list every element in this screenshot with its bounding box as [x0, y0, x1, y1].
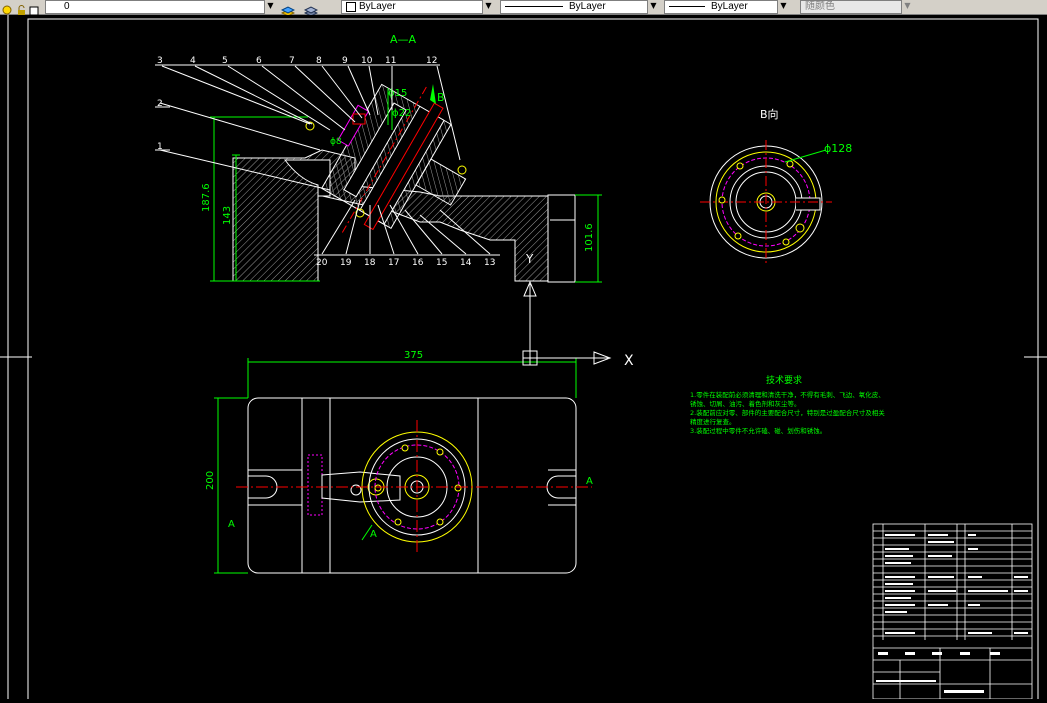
right-foot	[547, 194, 576, 283]
cad-drawing: A—A	[0, 15, 1047, 703]
tech-line-1: 1.零件在装配前必须清理和清洗干净，不得有毛刺、飞边、氧化皮、	[690, 390, 885, 399]
layer-dropdown[interactable]: 0	[45, 0, 265, 14]
lineweight-dropdown-arrow[interactable]: ▼	[777, 0, 789, 12]
color-dropdown[interactable]: ByLayer	[341, 0, 483, 14]
part-number-1: 1	[157, 142, 163, 152]
color-dropdown-arrow[interactable]: ▼	[482, 0, 494, 12]
part-number-14: 14	[460, 258, 472, 268]
layer-state-icon[interactable]	[2, 1, 14, 15]
tech-line-4: 精度进行复查。	[690, 417, 736, 426]
part-number-11: 11	[385, 56, 396, 66]
view-b: B向 ϕ128	[700, 107, 852, 265]
dim-phi22: ϕ22	[392, 108, 411, 119]
linetype-preview	[505, 5, 563, 7]
section-mark-bottom: A	[370, 529, 377, 540]
section-dimensions	[210, 88, 602, 283]
lock-icon[interactable]	[15, 1, 27, 15]
layer-color-icon[interactable]	[28, 1, 40, 16]
tilted-assembly	[321, 83, 467, 235]
dim-143: 143	[222, 206, 233, 225]
plotstyle-dropdown[interactable]: 随颜色	[800, 0, 902, 14]
properties-toolbar: 0 ▼ ByLayer ▼ ByLayer ▼ ByLayer ▼ 随颜色 ▼	[0, 0, 1047, 17]
ucs-icon	[522, 280, 612, 366]
part-number-18: 18	[364, 258, 376, 268]
color-swatch	[346, 2, 356, 12]
part-number-9: 9	[342, 56, 348, 66]
drawing-frame	[0, 15, 1047, 703]
tech-line-5: 3.装配过程中零件不允许磕、碰、划伤和锈蚀。	[690, 426, 826, 435]
plan-view: 375 200 A A A	[205, 350, 593, 574]
lineweight-dropdown[interactable]: ByLayer	[664, 0, 778, 14]
view-b-diameter: ϕ128	[824, 142, 852, 155]
dim-phi8: ϕ8	[330, 137, 342, 147]
dim-phi15: ϕ15	[388, 88, 407, 99]
lineweight-preview	[669, 5, 705, 7]
part-number-4: 4	[190, 56, 196, 66]
title-block	[872, 523, 1033, 700]
dim-375: 375	[404, 350, 423, 361]
linetype-dropdown[interactable]: ByLayer	[500, 0, 648, 14]
part-number-19: 19	[340, 258, 352, 268]
part-number-17: 17	[388, 258, 399, 268]
tech-title: 技术要求	[766, 374, 802, 386]
part-number-20: 20	[316, 258, 328, 268]
dim-101-6: 101.6	[584, 223, 595, 252]
part-number-6: 6	[256, 56, 262, 66]
part-number-13: 13	[484, 258, 495, 268]
drawing-canvas[interactable]: A—A	[0, 15, 1047, 703]
label-b: B	[437, 91, 445, 104]
title-block-fill	[876, 534, 1028, 693]
section-title: A—A	[390, 33, 417, 46]
layer-previous-icon[interactable]	[303, 1, 319, 17]
part-number-12: 12	[426, 56, 437, 66]
part-number-10: 10	[361, 56, 373, 66]
section-view-aa: A—A	[159, 33, 602, 283]
plotstyle-value: 随颜色	[805, 1, 835, 12]
ucs-y-label: Y	[525, 252, 534, 266]
tech-line-2: 锈蚀、切屑、油污、着色剂和灰尘等。	[690, 399, 801, 408]
part-number-16: 16	[412, 258, 424, 268]
color-value: ByLayer	[359, 1, 396, 12]
make-current-layer-icon[interactable]	[280, 1, 296, 17]
leader-lines	[159, 65, 491, 255]
part-number-underlines	[155, 64, 500, 256]
layer-value: 0	[64, 1, 70, 12]
part-number-15: 15	[436, 258, 447, 268]
linetype-dropdown-arrow[interactable]: ▼	[647, 0, 659, 12]
dim-200: 200	[205, 471, 216, 490]
layer-dropdown-arrow[interactable]: ▼	[264, 0, 276, 12]
part-number-5: 5	[222, 56, 228, 66]
plotstyle-dropdown-arrow[interactable]: ▼	[901, 0, 913, 12]
bolt-markers	[305, 121, 467, 218]
part-number-2: 2	[157, 99, 163, 109]
part-number-3: 3	[157, 56, 163, 66]
technical-requirements: 技术要求 1.零件在装配前必须清理和清洗干净，不得有毛刺、飞边、氧化皮、 锈蚀、…	[690, 374, 885, 435]
section-mark-left: A	[228, 519, 235, 530]
section-mark-right: A	[586, 476, 593, 487]
view-b-title: B向	[760, 107, 779, 121]
lineweight-value: ByLayer	[711, 1, 748, 12]
linetype-value: ByLayer	[569, 1, 606, 12]
part-number-labels: 3 4 5 6 7 8 9 10 11 12 2 1 20 19 18 17 1…	[157, 56, 495, 268]
part-number-8: 8	[316, 56, 322, 66]
ucs-x-label: X	[624, 353, 634, 369]
view-b-arrow	[430, 84, 436, 104]
part-number-7: 7	[289, 56, 295, 66]
dim-187-6: 187.6	[201, 183, 212, 212]
tech-line-3: 2.装配前应对零、部件的主要配合尺寸，特别是过盈配合尺寸及相关	[690, 408, 885, 417]
